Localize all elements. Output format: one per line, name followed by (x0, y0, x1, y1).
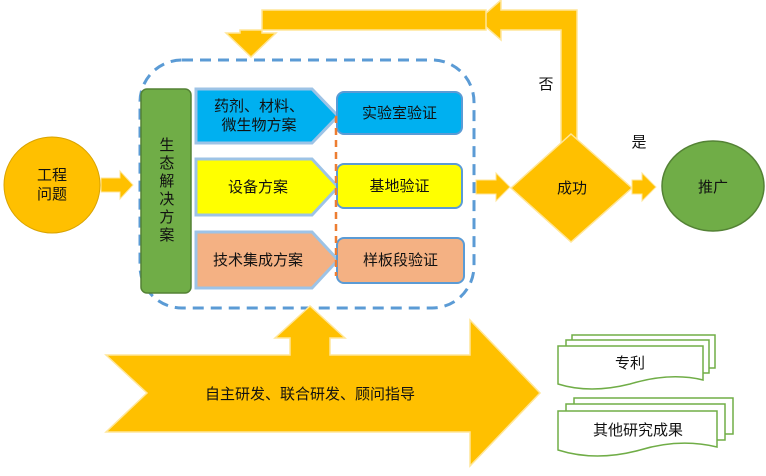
other-results-doc-stack (557, 397, 734, 457)
patent-label: 专利 (614, 353, 645, 372)
plan-drug-shape (194, 87, 341, 145)
arrow-problem-to-solution (100, 169, 134, 201)
verify-lab-label: 实验室验证 (361, 103, 437, 122)
plan-drug-label: 药剂、材料、 微生物方案 (213, 97, 304, 134)
return-loop-top-shape (224, 9, 487, 59)
verify-lab-box (336, 91, 463, 135)
eco-solution-label: 生态解决方案 (157, 137, 176, 245)
no-label: 否 (538, 74, 554, 93)
yes-label: 是 (631, 132, 647, 151)
promotion-label: 推广 (697, 177, 728, 196)
plan-technology-label: 技术集成方案 (212, 250, 303, 269)
return-loop (476, 0, 578, 149)
verify-base-label: 基地验证 (369, 176, 430, 195)
arrow-verify-to-success (475, 171, 511, 203)
eco-solution-box (140, 88, 192, 294)
verify-sample-label: 样板段验证 (362, 251, 438, 270)
research-methods-label: 自主研发、联合研发、顾问指导 (204, 384, 415, 403)
promotion-node (661, 140, 765, 232)
arrow-success-to-promotion (631, 171, 657, 203)
plan-equipment-shape (194, 157, 341, 217)
engineering-problem-label: 工程 问题 (36, 166, 67, 203)
plan-technology-shape (194, 230, 341, 290)
success-diamond (509, 132, 634, 244)
engineering-problem-node (3, 136, 101, 234)
other-results-label: 其他研究成果 (592, 420, 683, 439)
research-methods-arrow (104, 304, 542, 468)
verify-base-box (336, 163, 463, 209)
patent-doc-stack (557, 334, 716, 390)
plan-equipment-label: 设备方案 (227, 177, 288, 196)
success-label: 成功 (556, 178, 587, 197)
